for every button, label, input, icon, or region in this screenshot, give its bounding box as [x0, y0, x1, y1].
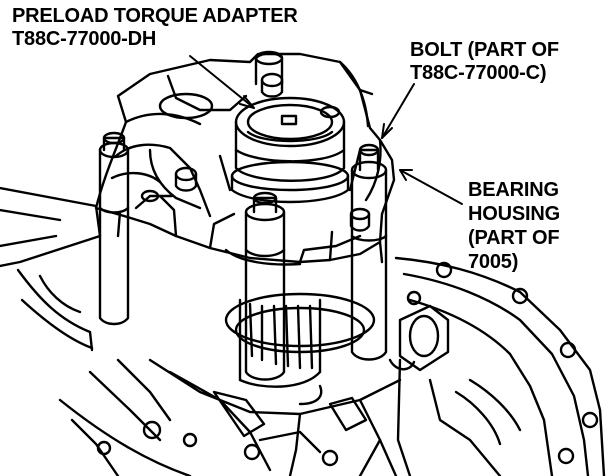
- bearing-housing-label-line3: (PART OF: [468, 227, 560, 249]
- adapter-leader: [189, 55, 255, 109]
- bearing-housing-arrowhead: [399, 169, 413, 181]
- input-gear: [224, 292, 376, 406]
- bearing-housing-label-line2: HOUSING: [468, 203, 560, 225]
- tool-bolts: [98, 50, 388, 381]
- bolt-arrowhead: [381, 123, 393, 139]
- leader-lines: [189, 55, 463, 205]
- bearing-housing-label-line4: 7005): [468, 251, 519, 273]
- bearing-housing-leader: [399, 169, 463, 205]
- adapter-arrowhead: [239, 95, 255, 109]
- bolt-label-line1: BOLT (PART OF: [410, 39, 559, 61]
- adapter-label-line2: T88C-77000-DH: [12, 28, 157, 50]
- adapter-label-line1: PRELOAD TORQUE ADAPTER: [12, 5, 298, 27]
- bolt-label-line2: T88C-77000-C): [410, 62, 547, 84]
- bearing-housing-label-line1: BEARING: [468, 179, 559, 201]
- preload-torque-adapter: [218, 96, 362, 204]
- bolt-leader: [381, 83, 415, 139]
- transmission-case: [0, 186, 606, 476]
